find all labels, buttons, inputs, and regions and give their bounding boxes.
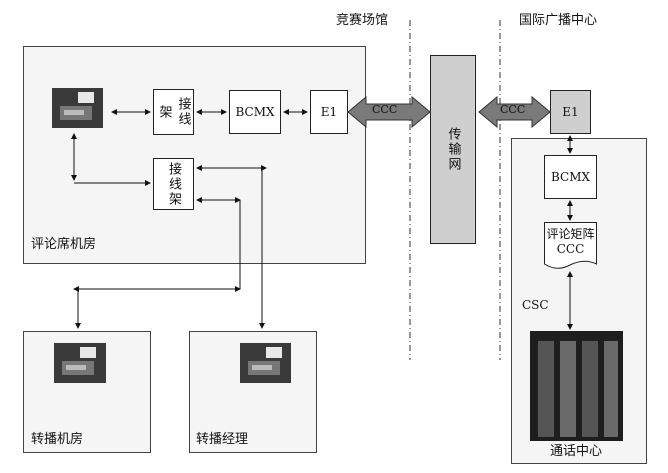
commentary-room <box>23 46 366 264</box>
manager-console-photo <box>240 343 291 383</box>
console-image-icon <box>240 343 291 383</box>
csc-label: CSC <box>522 298 549 312</box>
relay-room-label: 转播机房 <box>31 432 84 447</box>
call-center-photo <box>530 331 623 441</box>
e1-left-box: E1 <box>310 90 348 134</box>
matrix-label-line2: CCC <box>556 242 585 256</box>
patch-panel-1: 接线架 <box>153 89 194 135</box>
zone-label-ibc: 国际广播中心 <box>519 13 598 28</box>
matrix-label-line1: 评论矩阵 <box>546 227 595 241</box>
bcmx-left-box: BCMX <box>229 90 281 134</box>
call-center-label: 通话中心 <box>550 444 603 459</box>
commentary-console-photo <box>52 88 103 128</box>
commentary-room-label: 评论席机房 <box>31 237 97 252</box>
console-image-icon <box>52 88 103 128</box>
manager-room-label: 转播经理 <box>196 432 249 447</box>
ccc-label-left: CCC <box>372 103 398 116</box>
transport-network-box: 传输网 <box>430 55 476 244</box>
bcmx-right-box: BCMX <box>544 155 597 199</box>
e1-right-box: E1 <box>550 90 591 134</box>
commentary-matrix-box: 评论矩阵 CCC <box>544 222 597 270</box>
patch-panel-2: 接线架 <box>153 158 194 210</box>
console-image-icon <box>54 343 106 383</box>
relay-console-photo <box>54 343 106 383</box>
ccc-label-right: CCC <box>500 103 526 116</box>
server-rack-image-icon <box>530 331 623 441</box>
zone-label-venue: 竞赛场馆 <box>336 13 389 28</box>
document-shape-icon <box>544 222 597 269</box>
